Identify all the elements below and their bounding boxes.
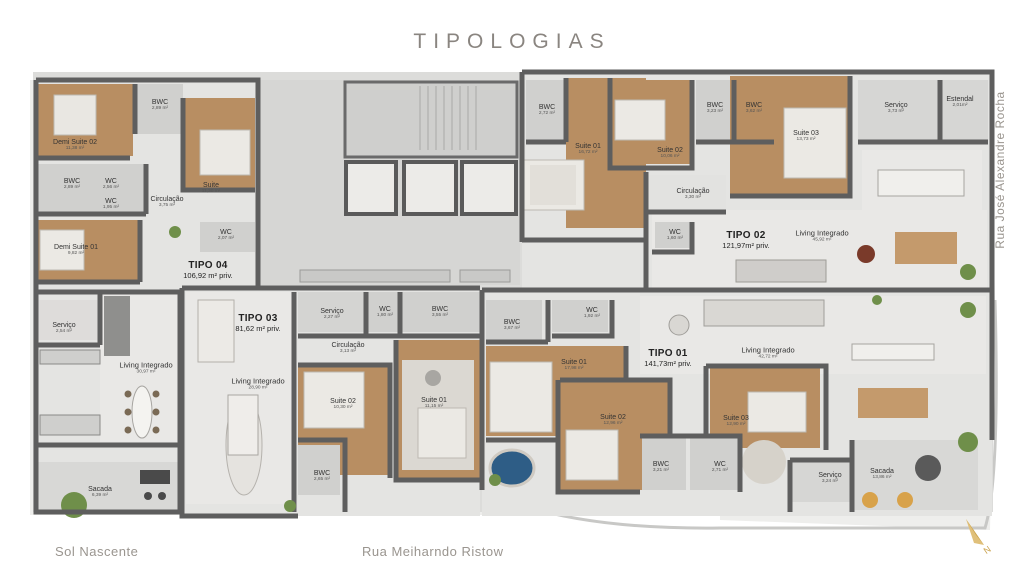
street-label-jose-alexandre-rocha: Rua José Alexandre Rocha [993, 91, 1007, 249]
unit-tipo-03 [179, 285, 480, 519]
stairs [343, 80, 519, 159]
svg-text:N: N [982, 544, 993, 556]
elevators [344, 160, 518, 216]
page-title: TIPOLOGIAS [413, 30, 611, 53]
stair-steps [419, 86, 477, 150]
compass-icon: N [966, 519, 993, 556]
unit-tipo-04 [33, 77, 261, 518]
unit-tipo-02 [519, 69, 995, 290]
street-label-meiharndo-ristow: Rua Meiharndo Ristow [362, 544, 504, 559]
street-label-sol-nascente: Sol Nascente [55, 544, 139, 559]
decor-plants [169, 226, 976, 512]
hall-planters [299, 269, 511, 283]
unit-tipo-01 [479, 287, 995, 516]
